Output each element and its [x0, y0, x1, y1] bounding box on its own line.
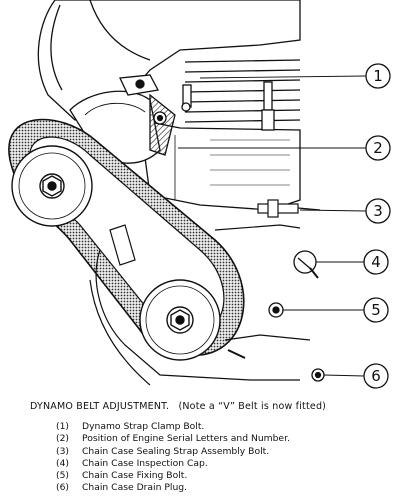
drain-plug — [311, 368, 325, 382]
legend-item: (3) Chain Case Sealing Strap Assembly Bol… — [56, 446, 390, 458]
chain-case — [89, 224, 311, 386]
figure-caption: DYNAMO BELT ADJUSTMENT. (Note a “V” Belt… — [30, 401, 390, 495]
legend-text: Chain Case Inspection Cap. — [82, 457, 208, 469]
engine-block — [37, 0, 301, 211]
legend-text: Dynamo Strap Clamp Bolt. — [82, 421, 205, 432]
legend-number: (5) — [56, 470, 70, 482]
legend-text: Chain Case Fixing Bolt. — [82, 470, 188, 482]
legend-number: (2) — [56, 433, 70, 445]
callout-4: 4 — [363, 249, 389, 275]
engine-pulley — [139, 279, 221, 361]
callout-5: 5 — [363, 297, 389, 323]
legend-list: (1) Dynamo Strap Clamp Bolt. (2) Position … — [30, 421, 390, 495]
svg-text:5: 5 — [371, 301, 381, 319]
svg-text:4: 4 — [371, 253, 381, 271]
legend-item: (6) Chain Case Drain Plug. — [56, 482, 390, 494]
legend-text: Chain Case Drain Plug. — [82, 482, 188, 494]
leader-lines — [178, 75, 367, 377]
fixing-bolt — [268, 302, 284, 318]
legend-number: (3) — [56, 445, 70, 457]
legend-number: (6) — [56, 482, 70, 494]
callout-1: 1 — [365, 63, 391, 89]
legend-item: (5) Chain Case Fixing Bolt. — [56, 470, 390, 482]
callout-2: 2 — [365, 135, 391, 161]
legend-text: Position of Engine Serial Letters and Nu… — [82, 433, 290, 445]
engine-illustration: 1 2 3 4 5 6 — [8, 0, 391, 389]
svg-text:1: 1 — [373, 67, 383, 85]
svg-text:2: 2 — [373, 139, 383, 157]
dynamo-pulley — [11, 145, 93, 227]
legend-item: (4) Chain Case Inspection Cap. — [56, 458, 390, 470]
svg-text:3: 3 — [373, 202, 383, 220]
callout-6: 6 — [363, 363, 389, 389]
caption-note: (Note a “V” Belt is now fitted) — [178, 401, 327, 412]
sealing-strap-bolt — [257, 199, 321, 218]
callout-3: 3 — [365, 198, 391, 224]
caption-title: DYNAMO BELT ADJUSTMENT. (Note a “V” Belt… — [30, 401, 390, 412]
legend-item: (2) Position of Engine Serial Letters and… — [56, 433, 390, 445]
svg-text:6: 6 — [371, 367, 381, 385]
legend-number: (1) — [56, 421, 70, 432]
legend-item: (1) Dynamo Strap Clamp Bolt. — [56, 421, 390, 433]
legend-number: (4) — [56, 457, 70, 469]
caption-title-text: DYNAMO BELT ADJUSTMENT. — [30, 401, 170, 412]
legend-text: Chain Case Sealing Strap Assembly Bolt. — [82, 445, 270, 457]
inspection-cap — [293, 250, 319, 279]
